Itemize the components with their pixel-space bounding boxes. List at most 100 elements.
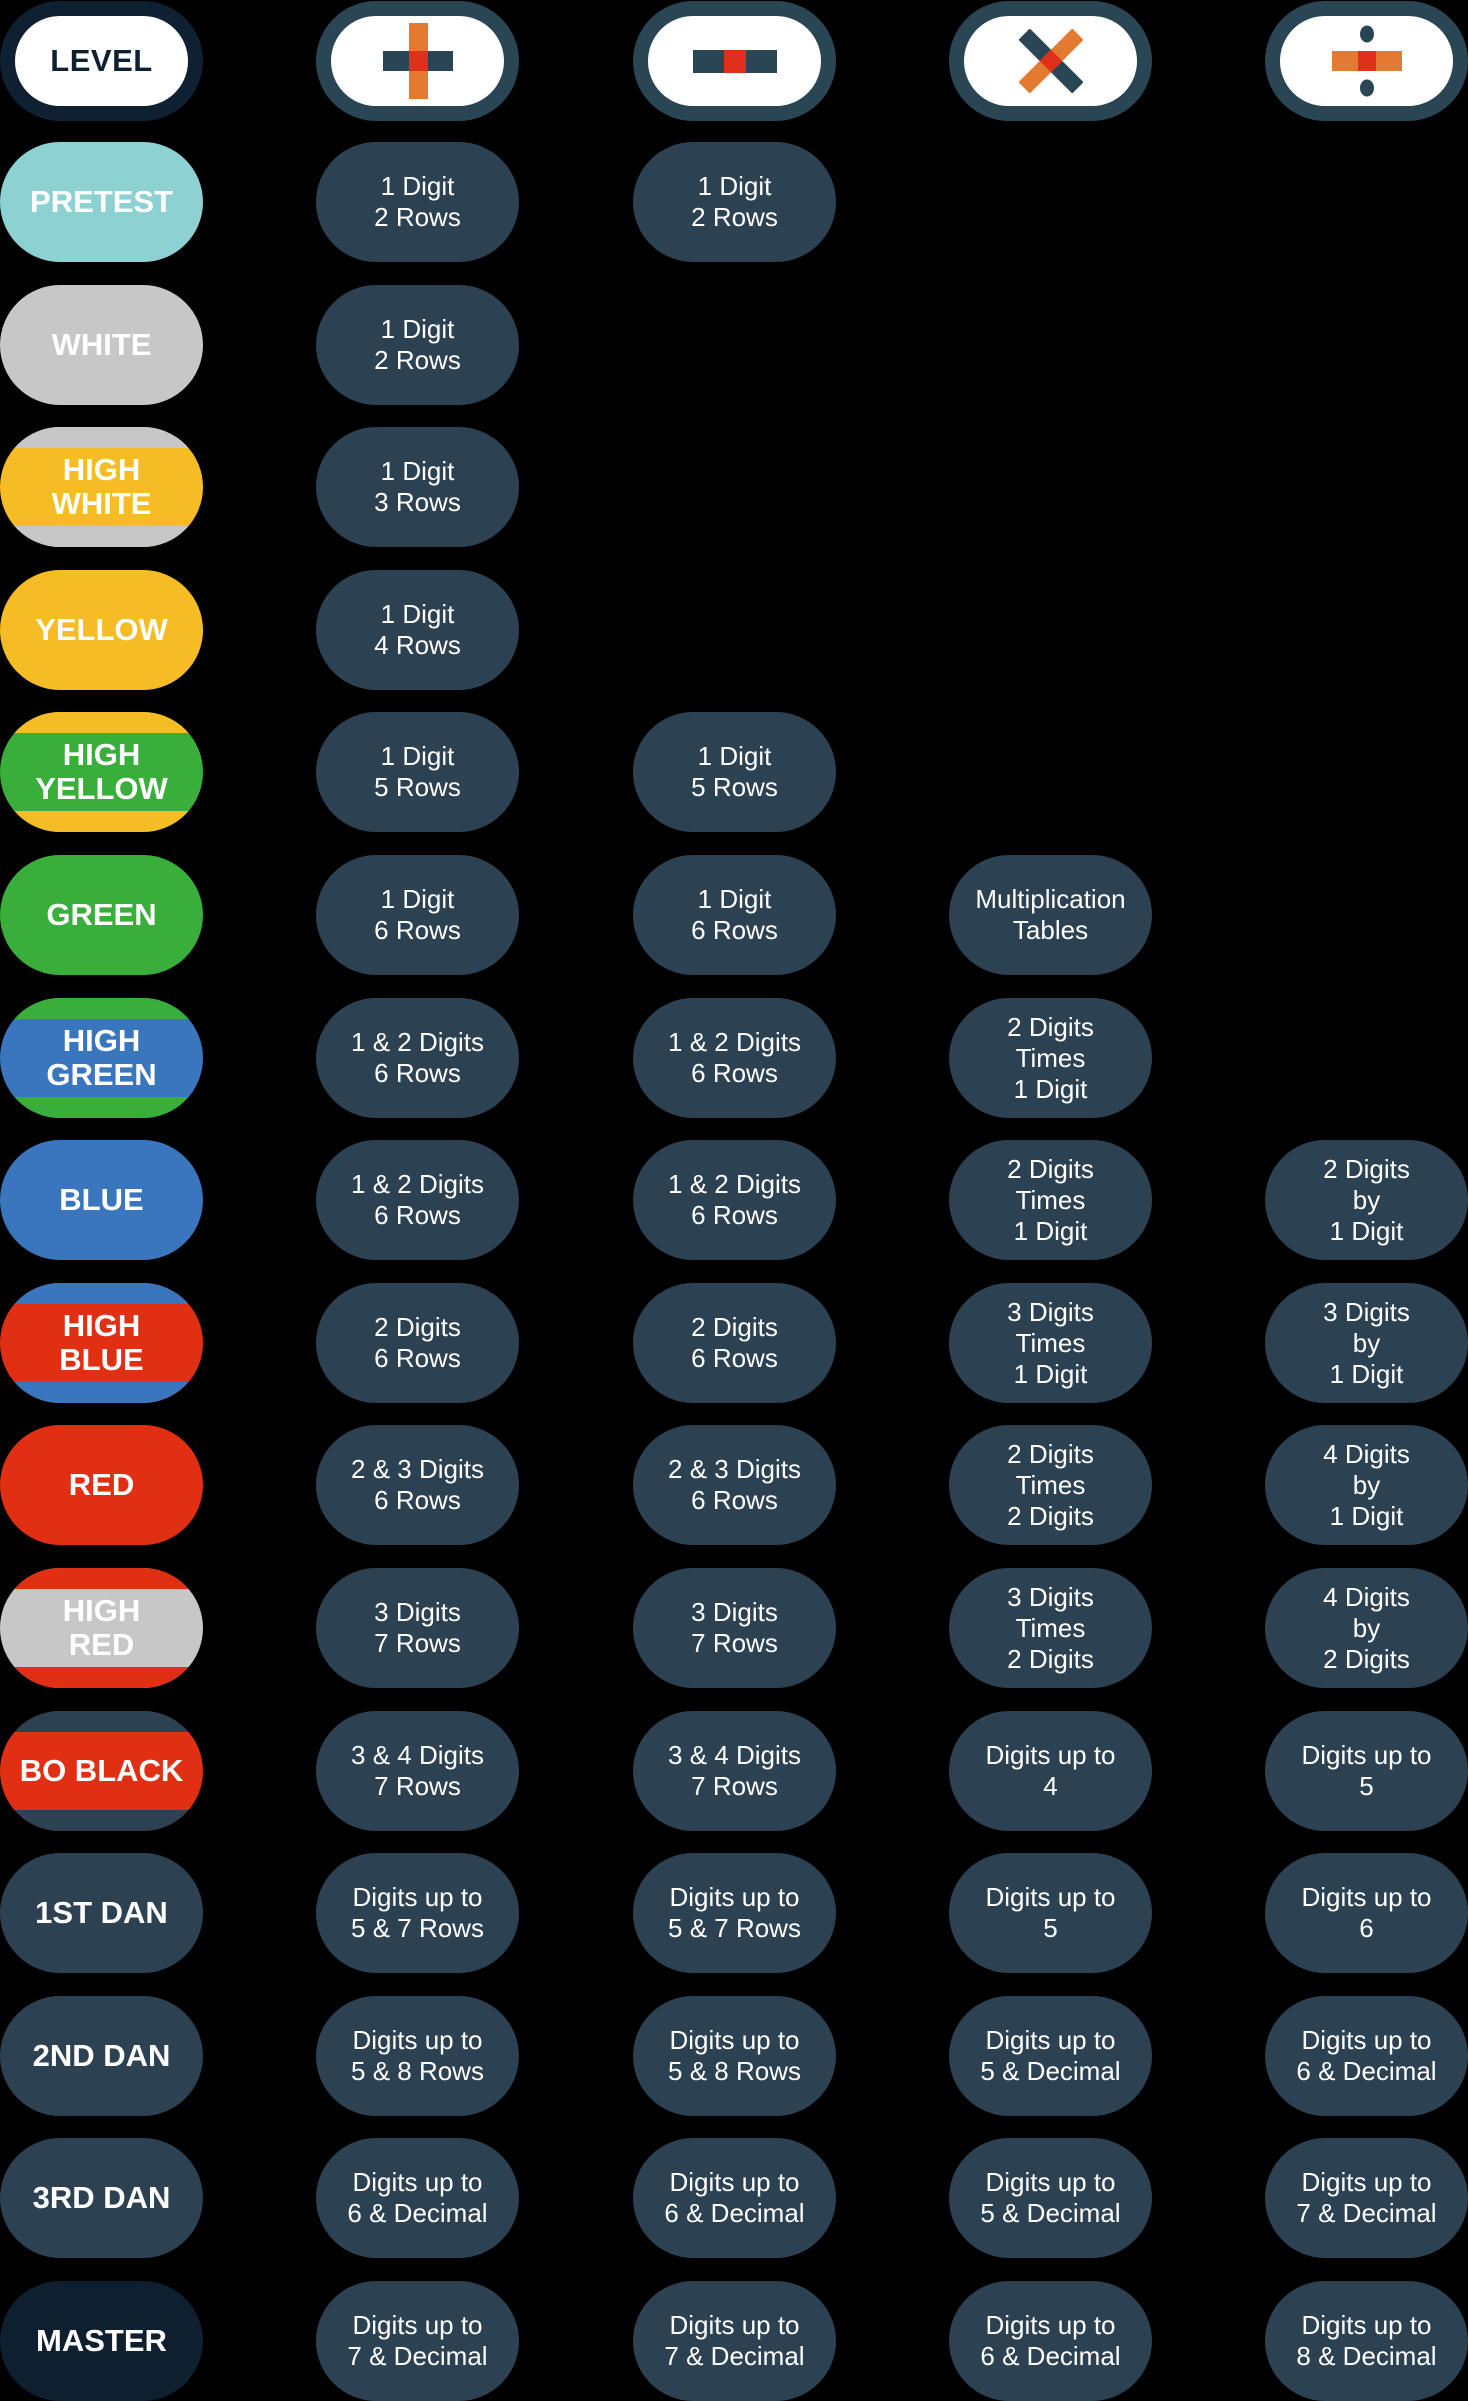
cell-text: Digits up to 5 & 8 Rows bbox=[351, 2025, 484, 2086]
level-badge-stripe-bot bbox=[0, 1810, 203, 1831]
division-cell: 4 Digits by 2 Digits bbox=[1265, 1568, 1468, 1688]
subtraction-cell: 3 & 4 Digits 7 Rows bbox=[633, 1711, 836, 1831]
level-header-label: LEVEL bbox=[50, 43, 153, 78]
level-label: HIGH BLUE bbox=[59, 1308, 144, 1377]
cell-text: 1 & 2 Digits 6 Rows bbox=[668, 1169, 801, 1230]
level-badge: WHITE bbox=[0, 285, 203, 405]
division-cell: 4 Digits by 1 Digit bbox=[1265, 1425, 1468, 1545]
addition-cell: Digits up to 5 & 7 Rows bbox=[316, 1853, 519, 1973]
subtraction-cell: Digits up to 7 & Decimal bbox=[633, 2281, 836, 2401]
plus-icon bbox=[382, 23, 453, 99]
addition-cell: 1 Digit 5 Rows bbox=[316, 712, 519, 832]
cell-text: Digits up to 7 & Decimal bbox=[664, 2310, 805, 2371]
cell-text: 2 Digits Times 2 Digits bbox=[1007, 1438, 1094, 1531]
cell-text: 4 Digits by 1 Digit bbox=[1323, 1438, 1410, 1531]
multiplication-cell: Multiplication Tables bbox=[949, 855, 1152, 975]
addition-header bbox=[316, 1, 519, 121]
level-badge-stripe-bot bbox=[0, 1382, 203, 1403]
division-header bbox=[1265, 1, 1468, 121]
cell-text: Digits up to 5 & Decimal bbox=[980, 2167, 1121, 2228]
level-badge: HIGH BLUE bbox=[0, 1283, 203, 1403]
cell-text: 3 Digits 7 Rows bbox=[374, 1597, 461, 1658]
addition-cell: Digits up to 7 & Decimal bbox=[316, 2281, 519, 2401]
cell-text: 3 Digits Times 2 Digits bbox=[1007, 1581, 1094, 1674]
cell-text: Digits up to 5 bbox=[1301, 1740, 1432, 1801]
level-badge-stripe-top bbox=[0, 1568, 203, 1589]
addition-cell: 3 & 4 Digits 7 Rows bbox=[316, 1711, 519, 1831]
cell-text: Multiplication Tables bbox=[975, 884, 1126, 945]
multiplication-cell: 2 Digits Times 1 Digit bbox=[949, 998, 1152, 1118]
level-label: MASTER bbox=[36, 2323, 167, 2358]
division-cell: 3 Digits by 1 Digit bbox=[1265, 1283, 1468, 1403]
subtraction-cell: Digits up to 5 & 7 Rows bbox=[633, 1853, 836, 1973]
addition-cell: 1 Digit 3 Rows bbox=[316, 427, 519, 547]
level-label: HIGH GREEN bbox=[46, 1023, 157, 1092]
level-badge: 1ST DAN bbox=[0, 1853, 203, 1973]
level-badge: 3RD DAN bbox=[0, 2138, 203, 2258]
level-label: HIGH WHITE bbox=[51, 452, 152, 521]
addition-cell: Digits up to 5 & 8 Rows bbox=[316, 1996, 519, 2116]
cell-text: Digits up to 6 & Decimal bbox=[980, 2310, 1121, 2371]
level-badge: HIGH YELLOW bbox=[0, 712, 203, 832]
addition-cell: 1 & 2 Digits 6 Rows bbox=[316, 1140, 519, 1260]
cell-text: 1 & 2 Digits 6 Rows bbox=[351, 1027, 484, 1088]
cell-text: 1 Digit 2 Rows bbox=[691, 171, 778, 232]
level-badge: BLUE bbox=[0, 1140, 203, 1260]
level-label: 1ST DAN bbox=[35, 1895, 168, 1930]
cell-text: 1 Digit 6 Rows bbox=[691, 884, 778, 945]
cell-text: 1 Digit 4 Rows bbox=[374, 599, 461, 660]
cell-text: Digits up to 6 & Decimal bbox=[1296, 2025, 1437, 2086]
addition-cell: 1 Digit 2 Rows bbox=[316, 285, 519, 405]
subtraction-cell: 1 Digit 2 Rows bbox=[633, 142, 836, 262]
cell-text: Digits up to 4 bbox=[985, 1740, 1116, 1801]
cell-text: 3 & 4 Digits 7 Rows bbox=[668, 1740, 801, 1801]
multiplication-cell: Digits up to 6 & Decimal bbox=[949, 2281, 1152, 2401]
level-badge-stripe-top bbox=[0, 998, 203, 1019]
cell-text: 1 Digit 2 Rows bbox=[374, 171, 461, 232]
subtraction-header bbox=[633, 1, 836, 121]
cell-text: Digits up to 6 & Decimal bbox=[664, 2167, 805, 2228]
addition-cell: Digits up to 6 & Decimal bbox=[316, 2138, 519, 2258]
cell-text: Digits up to 7 & Decimal bbox=[347, 2310, 488, 2371]
multiplication-cell: Digits up to 4 bbox=[949, 1711, 1152, 1831]
cell-text: Digits up to 5 & 7 Rows bbox=[668, 1882, 801, 1943]
cell-text: 2 Digits 6 Rows bbox=[374, 1312, 461, 1373]
cell-text: 2 & 3 Digits 6 Rows bbox=[668, 1454, 801, 1515]
subtraction-cell: 2 & 3 Digits 6 Rows bbox=[633, 1425, 836, 1545]
cell-text: Digits up to 5 bbox=[985, 1882, 1116, 1943]
divide-icon bbox=[1331, 25, 1402, 97]
cell-text: Digits up to 5 & Decimal bbox=[980, 2025, 1121, 2086]
level-header: LEVEL bbox=[0, 1, 203, 121]
level-badge: 2ND DAN bbox=[0, 1996, 203, 2116]
subtraction-cell: 1 Digit 5 Rows bbox=[633, 712, 836, 832]
level-badge: PRETEST bbox=[0, 142, 203, 262]
level-label: GREEN bbox=[46, 897, 157, 932]
multiplication-cell: 2 Digits Times 1 Digit bbox=[949, 1140, 1152, 1260]
cell-text: Digits up to 5 & 7 Rows bbox=[351, 1882, 484, 1943]
cell-text: 1 Digit 2 Rows bbox=[374, 314, 461, 375]
multiplication-cell: 3 Digits Times 1 Digit bbox=[949, 1283, 1152, 1403]
cell-text: 3 Digits Times 1 Digit bbox=[1007, 1296, 1094, 1389]
subtraction-cell: 1 Digit 6 Rows bbox=[633, 855, 836, 975]
cell-text: Digits up to 8 & Decimal bbox=[1296, 2310, 1437, 2371]
multiplication-cell: Digits up to 5 bbox=[949, 1853, 1152, 1973]
level-badge-stripe-bot bbox=[0, 1667, 203, 1688]
cell-text: 3 & 4 Digits 7 Rows bbox=[351, 1740, 484, 1801]
division-cell: Digits up to 6 bbox=[1265, 1853, 1468, 1973]
cell-text: 1 & 2 Digits 6 Rows bbox=[668, 1027, 801, 1088]
cell-text: 2 Digits Times 1 Digit bbox=[1007, 1011, 1094, 1104]
division-cell: Digits up to 5 bbox=[1265, 1711, 1468, 1831]
subtraction-cell: 1 & 2 Digits 6 Rows bbox=[633, 1140, 836, 1260]
level-badge-stripe-bot bbox=[0, 811, 203, 832]
addition-cell: 1 Digit 2 Rows bbox=[316, 142, 519, 262]
cell-text: 2 Digits by 1 Digit bbox=[1323, 1153, 1410, 1246]
cell-text: 1 Digit 5 Rows bbox=[374, 741, 461, 802]
level-label: WHITE bbox=[51, 327, 152, 362]
multiplication-cell: Digits up to 5 & Decimal bbox=[949, 1996, 1152, 2116]
cell-text: 1 & 2 Digits 6 Rows bbox=[351, 1169, 484, 1230]
level-label: 3RD DAN bbox=[32, 2180, 171, 2215]
level-badge-stripe-bot bbox=[0, 526, 203, 547]
multiplication-cell: Digits up to 5 & Decimal bbox=[949, 2138, 1152, 2258]
level-label: BO BLACK bbox=[19, 1753, 184, 1788]
